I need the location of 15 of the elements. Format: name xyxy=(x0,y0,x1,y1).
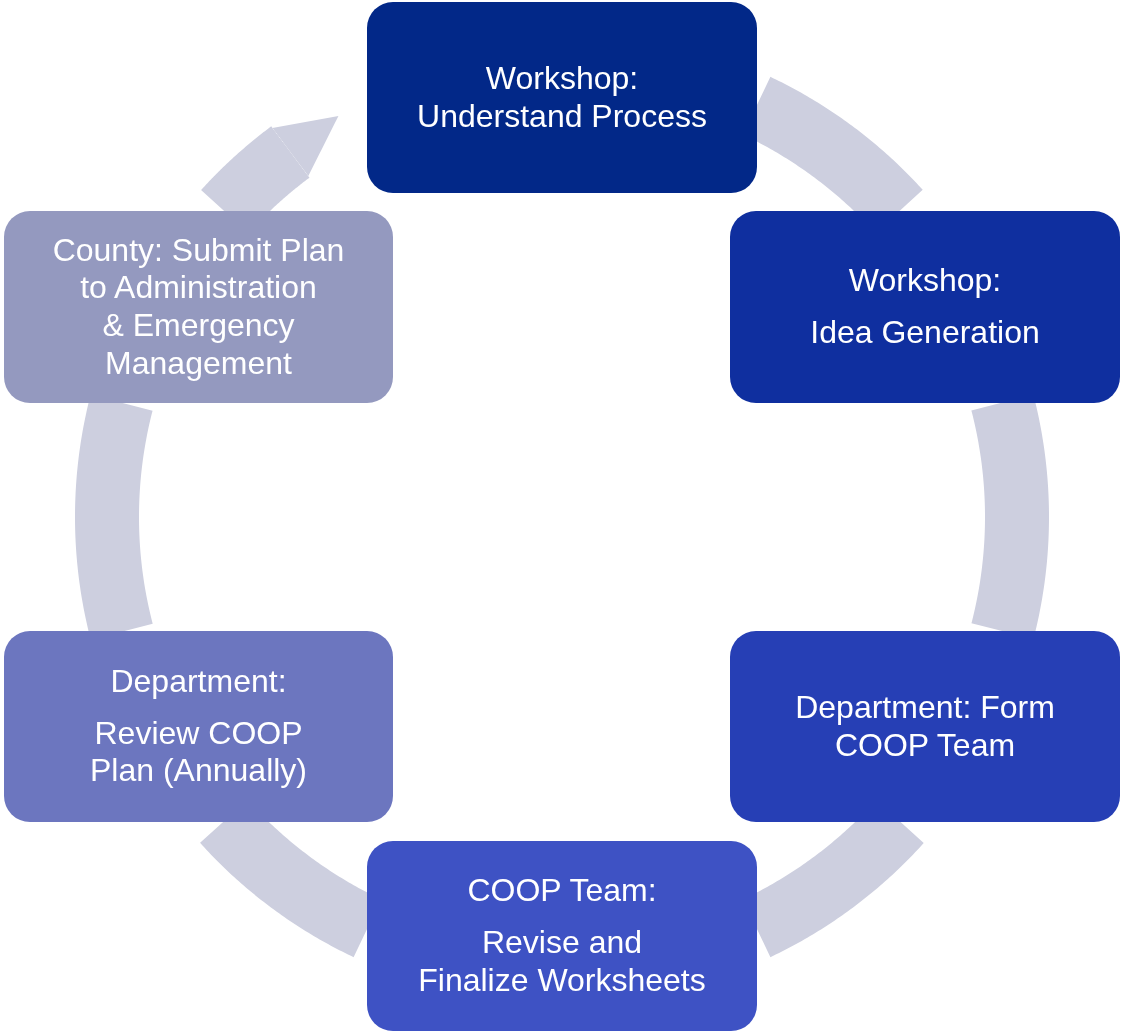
step-text: Department: xyxy=(110,662,287,701)
step-text: Revise and Finalize Worksheets xyxy=(417,924,707,1000)
process-box xyxy=(4,211,393,403)
step-text: County: Submit Plan to Administration & Emergency Management xyxy=(51,231,346,383)
process-box xyxy=(367,2,757,193)
step-text: Review COOP Plan (Annually) xyxy=(89,714,308,791)
step-text: Workshop: Understand Process xyxy=(416,59,708,136)
process-box xyxy=(730,631,1120,822)
process-box xyxy=(367,841,757,1031)
step-text: Workshop: xyxy=(848,262,1002,300)
process-box xyxy=(730,211,1120,403)
step-text: Department: Form COOP Team xyxy=(794,688,1056,765)
step-text: Idea Generation xyxy=(810,314,1040,352)
step-text: COOP Team: xyxy=(467,872,657,911)
process-box xyxy=(4,631,393,822)
